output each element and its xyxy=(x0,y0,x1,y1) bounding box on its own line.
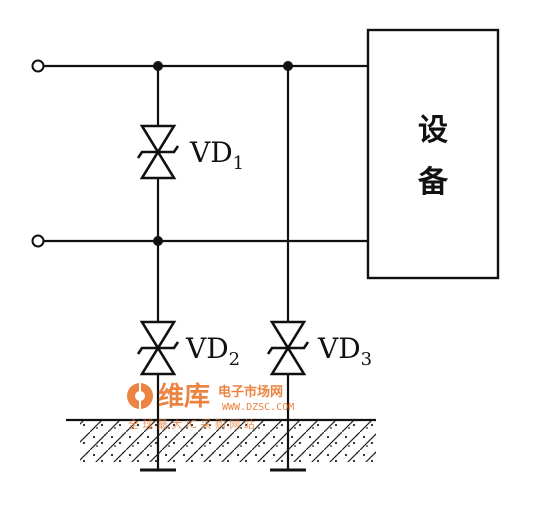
equipment-label-line1: 设 xyxy=(418,113,448,148)
watermark-brand-sub: 电子市场网 xyxy=(218,384,283,400)
tvs-diode-vd1 xyxy=(136,124,180,180)
label-vd1-main: VD xyxy=(189,136,233,169)
label-vd3-sub: 3 xyxy=(361,349,372,370)
ground-earth xyxy=(66,418,376,472)
tvs-diode-vd3 xyxy=(266,320,310,376)
input-terminal-top xyxy=(31,59,45,73)
label-vd2-main: VD xyxy=(185,332,229,365)
input-terminal-bottom xyxy=(31,234,45,248)
watermark-logo-icon xyxy=(127,383,153,409)
watermark: 维库 电子市场网 WWW.DZSC.COM 全 球 最 大 IC 采 购 网 站 xyxy=(127,381,294,431)
equipment-label-line2: 备 xyxy=(418,165,449,200)
soil-hatch xyxy=(80,420,376,462)
equipment-box xyxy=(366,28,500,280)
label-vd2-sub: 2 xyxy=(229,349,240,370)
watermark-tagline: 全 球 最 大 IC 采 购 网 站 xyxy=(128,417,255,431)
watermark-brand: 维库 xyxy=(158,381,210,412)
label-vd3: VD3 xyxy=(317,332,372,370)
label-vd1: VD1 xyxy=(189,136,244,174)
label-vd1-sub: 1 xyxy=(233,153,244,174)
label-vd3-main: VD xyxy=(317,332,361,365)
label-vd2: VD2 xyxy=(185,332,240,370)
watermark-url: WWW.DZSC.COM xyxy=(222,402,294,413)
tvs-diode-vd2 xyxy=(136,320,180,376)
